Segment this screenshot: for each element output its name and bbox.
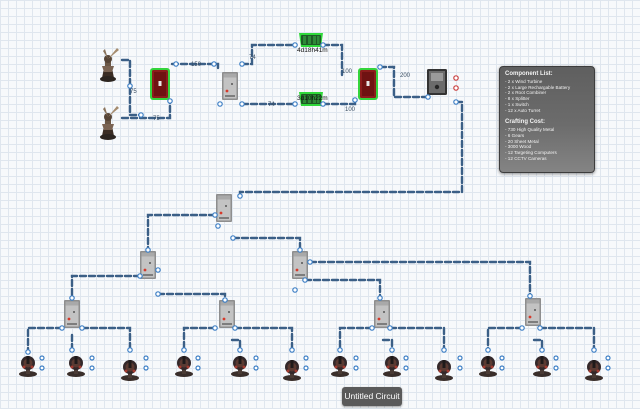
component-list-item: - 2 x Large Rechargable Battery — [505, 84, 571, 90]
component-list-item: - 8 x Splitter — [505, 96, 530, 102]
battery-timer: 3d10h22m — [297, 95, 328, 102]
crafting-cost-item: - 12 CCTV Cameras — [505, 155, 547, 161]
wire-label-turbine2: 75 — [153, 116, 160, 122]
auto-turret-icon[interactable] — [19, 356, 37, 377]
wire-l3c-turrets — [338, 326, 446, 352]
wire-l2a-l3b — [156, 292, 227, 302]
wire-label-battery-top-in: 74 — [249, 55, 256, 61]
crafting-cost-item: - 6 Gears — [505, 132, 525, 138]
wire-l3b-turrets — [182, 326, 294, 352]
circuit-title-button[interactable]: Untitled Circuit — [342, 387, 402, 406]
crafting-cost-item: - 730 High Quality Metal — [505, 127, 555, 133]
battery-timer: 4d18h41m — [297, 47, 328, 54]
wire-l2a-l3a — [70, 274, 142, 300]
wire-combiner1-splitter — [170, 62, 220, 70]
splitter-icon[interactable] — [292, 251, 308, 279]
switch-icon[interactable] — [427, 69, 447, 95]
component-list-item: - 2 x Wind Turbine — [505, 79, 543, 84]
component-list-heading: Component List: — [505, 71, 553, 77]
wire-l2b-l3c — [303, 278, 382, 300]
auto-turret-icon[interactable] — [383, 356, 401, 377]
wire-main-left — [146, 213, 217, 252]
splitter-icon[interactable] — [216, 194, 232, 222]
wind-turbine-icon[interactable] — [100, 48, 119, 82]
wire-splitter-battery1 — [240, 43, 297, 66]
battery-icon[interactable] — [299, 33, 323, 47]
wire-combiner2-switch — [378, 65, 430, 99]
splitter-icon[interactable] — [219, 300, 235, 328]
wire-label-battery-top-out: 100 — [342, 69, 353, 75]
wire-label-battery-bottom-in: 74 — [268, 102, 275, 108]
wire-battery2-combiner2 — [321, 98, 357, 106]
crafting-cost-heading: Crafting Cost: — [505, 119, 545, 126]
auto-turret-icon[interactable] — [67, 356, 85, 377]
connection-plugs[interactable] — [25, 42, 611, 371]
component-list: - 2 x Wind Turbine - 2 x Large Rechargab… — [505, 79, 589, 113]
crafting-cost-item: - 12 Targeting Computers — [505, 150, 557, 156]
wire-switch-main — [238, 100, 464, 198]
component-list-item: - 12 x Auto Turret — [505, 107, 541, 113]
auto-turret-icon[interactable] — [283, 360, 301, 381]
root-combiner-icon[interactable] — [358, 68, 378, 100]
auto-turret-icon[interactable] — [435, 360, 453, 381]
auto-turret-icon[interactable] — [533, 356, 551, 377]
wire-battery1-combiner2 — [321, 43, 344, 77]
wire-label-turbine1: 75 — [130, 89, 137, 95]
splitter-icon[interactable] — [525, 298, 541, 326]
auto-turret-icon[interactable] — [479, 356, 497, 377]
auto-turret-icon[interactable] — [121, 360, 139, 381]
root-combiner-icon[interactable] — [150, 68, 170, 100]
crafting-cost-list: - 730 High Quality Metal - 6 Gears - 20 … — [505, 127, 589, 161]
wire-l3d-turrets — [486, 326, 596, 352]
auto-turret-icon[interactable] — [231, 356, 249, 377]
crafting-cost-item: - 20 Sheet Metal — [505, 138, 539, 144]
crafting-cost-item: - 3000 Wood — [505, 144, 532, 150]
wire-l3a-turrets — [26, 326, 132, 354]
wire-turbine2-combiner1 — [120, 99, 172, 120]
splitter-icon[interactable] — [64, 300, 80, 328]
component-list-item: - 1 x Switch — [505, 101, 529, 107]
auto-turret-icon[interactable] — [175, 356, 193, 377]
wind-turbine-icon[interactable] — [100, 106, 119, 140]
wire-l2b-l3d — [308, 260, 532, 298]
wire-labels: 75 75 150 74 74 100 100 200 — [130, 55, 411, 122]
splitter-icon[interactable] — [222, 72, 238, 100]
wire-main-right — [231, 236, 302, 252]
wire-label-battery-bottom-out: 100 — [345, 107, 356, 113]
component-list-panel: Component List: - 2 x Wind Turbine - 2 x… — [499, 66, 595, 173]
splitter-icon[interactable] — [374, 300, 390, 328]
wire-label-switch-out: 200 — [400, 73, 411, 79]
component-list-item: - 2 x Root Combiner — [505, 90, 547, 96]
auto-turret-icon[interactable] — [585, 360, 603, 381]
wire-label-combiner-out: 150 — [191, 62, 202, 68]
auto-turret-icon[interactable] — [331, 356, 349, 377]
